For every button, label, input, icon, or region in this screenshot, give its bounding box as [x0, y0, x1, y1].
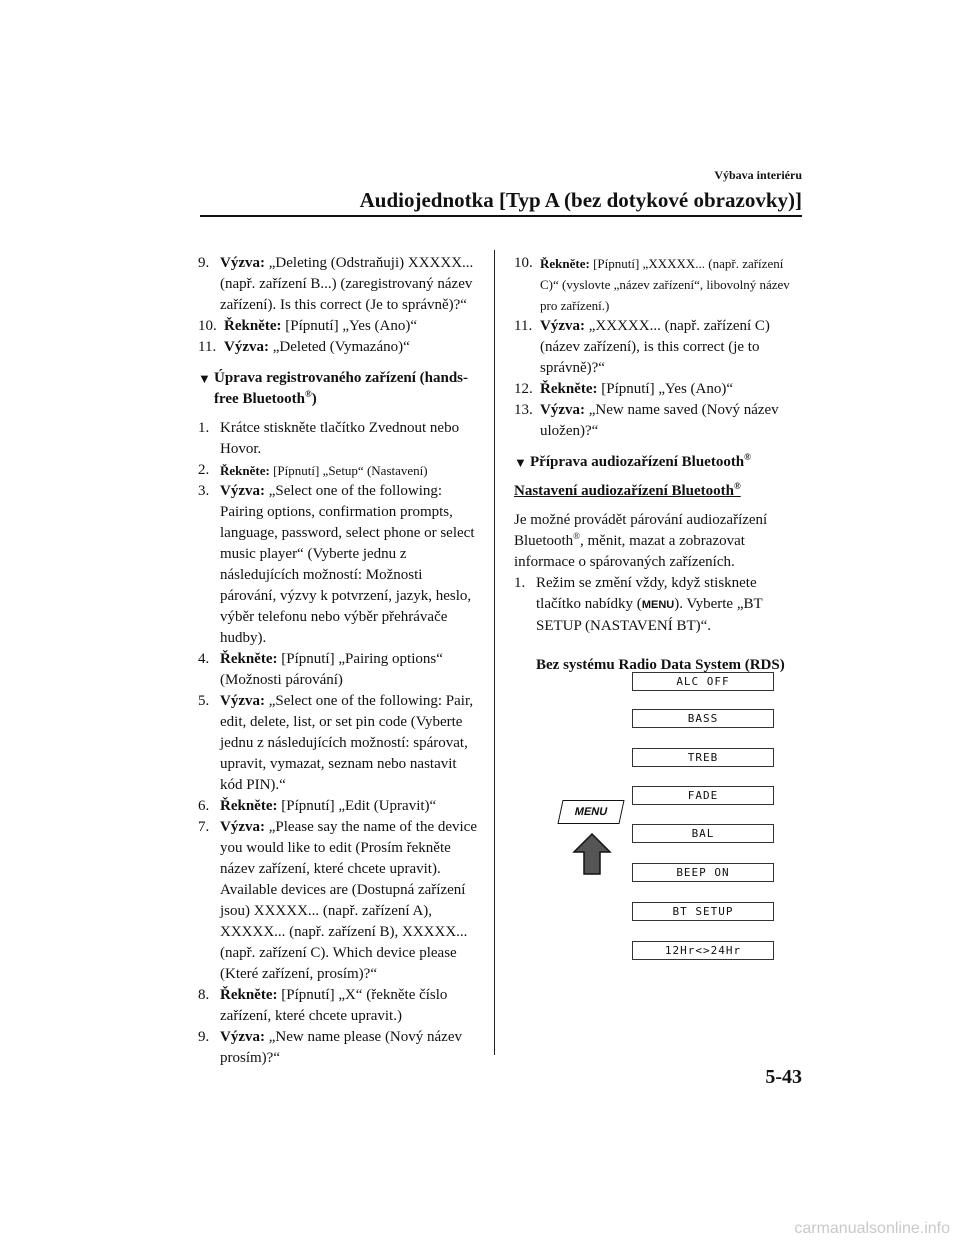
step-number: 2.: [198, 462, 210, 478]
step-number: 7.: [198, 819, 210, 835]
step-text: [Pípnutí] „X“ (řekněte číslo zařízení, k…: [220, 987, 448, 1024]
list-item: 5. Výzva: „Select one of the following: P…: [198, 691, 478, 796]
step-text: Krátce stiskněte tlačítko Zvednout nebo …: [220, 420, 460, 457]
step-label: Řekněte:: [540, 256, 590, 271]
watermark: carmanualsonline.info: [794, 1220, 950, 1237]
step-label: Řekněte:: [540, 381, 598, 397]
menu-item: BT SETUP: [632, 902, 774, 921]
step-number: 3.: [198, 483, 210, 499]
step-number: 13.: [514, 402, 533, 418]
step-text: [Pípnutí] „Yes (Ano)“: [597, 381, 734, 397]
right-column: 10. Řekněte: [Pípnutí] „XXXXX... (např. z…: [514, 253, 794, 676]
step-label: Výzva:: [220, 693, 265, 709]
step-text: „New name saved (Nový název uložen)?“: [540, 402, 779, 439]
step-number: 11.: [514, 318, 533, 334]
step-text: „Select one of the following: Pairing op…: [220, 483, 475, 646]
list-item: 4. Řekněte: [Pípnutí] „Pairing options“ (…: [198, 649, 478, 691]
list-item: 8. Řekněte: [Pípnutí] „X“ (řekněte číslo …: [198, 985, 478, 1027]
list-item: 12. Řekněte: [Pípnutí] „Yes (Ano)“: [514, 379, 794, 400]
left-column: 9. Výzva: „Deleting (Odstraňuji) XXXXX...…: [198, 253, 478, 1069]
step-label: Výzva:: [220, 819, 265, 835]
list-item: 11. Výzva: „Deleted (Vymazáno)“: [198, 337, 478, 358]
subheading-bt-audio-setup: Nastavení audiozařízení Bluetooth®: [514, 481, 741, 500]
list-item: 2. Řekněte: [Pípnutí] „Setup“ (Nastavení): [198, 460, 478, 481]
press-arrow-icon: [572, 832, 612, 875]
page-number: 5-43: [765, 1066, 802, 1088]
step-text: [Pípnutí] „Edit (Upravit)“: [277, 798, 437, 814]
step-text: [Pípnutí] „XXXXX... (např. zařízení C)“ …: [540, 256, 790, 313]
step-number: 10.: [198, 318, 217, 334]
step-number: 9.: [198, 255, 210, 271]
step-label: Výzva:: [220, 1029, 265, 1045]
step-number: 10.: [514, 255, 533, 271]
step-number: 8.: [198, 987, 210, 1003]
list-item: 10. Řekněte: [Pípnutí] „Yes (Ano)“: [198, 316, 478, 337]
step-number: 6.: [198, 798, 210, 814]
step-text: „Deleting (Odstraňuji) XXXXX... (např. z…: [220, 255, 474, 313]
step-number: 12.: [514, 381, 533, 397]
list-item: 7. Výzva: „Please say the name of the dev…: [198, 817, 478, 985]
list-item: 10. Řekněte: [Pípnutí] „XXXXX... (např. z…: [514, 253, 794, 316]
step-label: Výzva:: [220, 255, 265, 271]
step-label: Řekněte:: [220, 987, 278, 1003]
list-item: 1. Krátce stiskněte tlačítko Zvednout neb…: [198, 418, 478, 460]
step-number: 11.: [198, 339, 217, 355]
menu-button-label: MENU: [641, 599, 675, 611]
section-label: Výbava interiéru: [714, 168, 802, 182]
step-number: 5.: [198, 693, 210, 709]
menu-item: TREB: [632, 748, 774, 767]
step-text: „XXXXX... (např. zařízení C) (název zaří…: [540, 318, 770, 376]
list-item: 1. Režim se změní vždy, když stisknete t…: [514, 575, 763, 634]
step-label: Výzva:: [540, 402, 585, 418]
step-number: 1.: [198, 420, 210, 436]
page-title: Audiojednotka [Typ A (bez dotykové obraz…: [359, 188, 802, 212]
step-text: „Please say the name of the device you w…: [220, 819, 477, 982]
step-text: „Deleted (Vymazáno)“: [269, 339, 410, 355]
menu-item: BASS: [632, 709, 774, 728]
step-number: 9.: [198, 1029, 210, 1045]
list-item: 9. Výzva: „Deleting (Odstraňuji) XXXXX...…: [198, 253, 478, 316]
list-item: 11. Výzva: „XXXXX... (např. zařízení C) (…: [514, 316, 794, 379]
title-rule: [200, 215, 802, 217]
rds-label: Bez systému Radio Data System (RDS): [536, 657, 785, 673]
list-item: 6. Řekněte: [Pípnutí] „Edit (Upravit)“: [198, 796, 478, 817]
step-label: Řekněte:: [220, 463, 270, 478]
step-label: Výzva:: [220, 483, 265, 499]
list-item: 9. Výzva: „New name please (Nový název pr…: [198, 1027, 478, 1069]
step-text: [Pípnutí] „Setup“ (Nastavení): [269, 463, 428, 478]
step-label: Řekněte:: [224, 318, 282, 334]
intro-paragraph: Je možné provádět párování audiozařízení…: [514, 512, 768, 570]
step-number: 4.: [198, 651, 210, 667]
step-text: [Pípnutí] „Pairing options“ (Možnosti pá…: [220, 651, 443, 688]
step-label: Řekněte:: [220, 651, 278, 667]
menu-item: ALC OFF: [632, 672, 774, 691]
list-item: 3. Výzva: „Select one of the following: P…: [198, 481, 478, 649]
menu-button: MENU: [557, 800, 625, 824]
step-label: Výzva:: [540, 318, 585, 334]
menu-item: BAL: [632, 824, 774, 843]
list-item: 13. Výzva: „New name saved (Nový název ul…: [514, 400, 794, 442]
step-label: Výzva:: [224, 339, 269, 355]
triangle-marker-icon: ▼: [198, 371, 211, 386]
step-label: Řekněte:: [220, 798, 278, 814]
menu-item: FADE: [632, 786, 774, 805]
section-heading-edit-device: ▼ Úprava registrovaného zařízení (hands-…: [198, 368, 478, 410]
step-text: [Pípnutí] „Yes (Ano)“: [281, 318, 418, 334]
menu-item: 12Hr<>24Hr: [632, 941, 774, 960]
step-text: „Select one of the following: Pair, edit…: [220, 693, 474, 793]
step-text: „New name please (Nový název prosím)?“: [220, 1029, 462, 1066]
triangle-marker-icon: ▼: [514, 455, 527, 470]
section-heading-bt-audio: ▼ Příprava audiozařízení Bluetooth®: [514, 452, 794, 473]
column-divider: [494, 250, 495, 1055]
menu-item: BEEP ON: [632, 863, 774, 882]
